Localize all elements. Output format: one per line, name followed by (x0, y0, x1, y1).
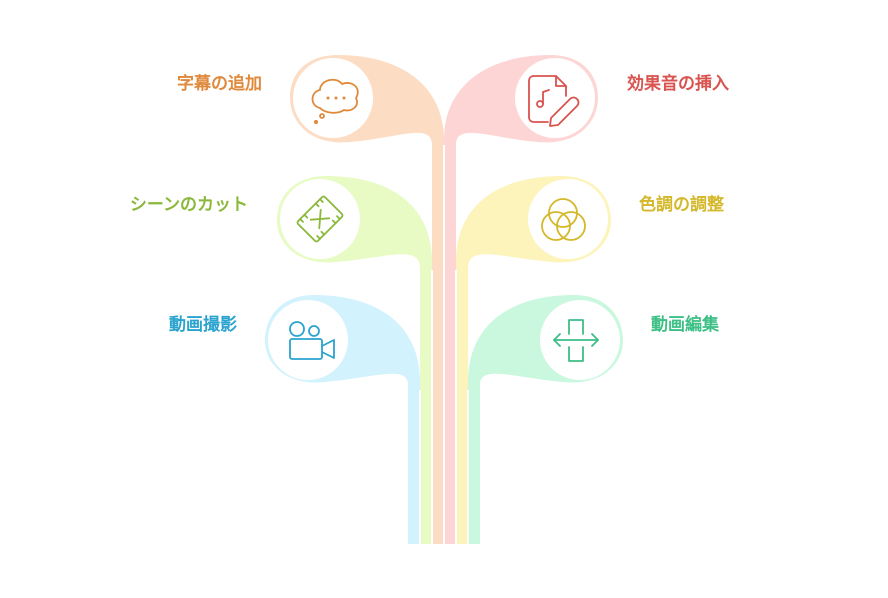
music-file-edit-icon (528, 75, 580, 127)
label-cut: シーンのカット (129, 195, 248, 215)
video-camera-icon (289, 321, 335, 360)
circle-sound (515, 58, 595, 138)
film-cut-icon (296, 195, 344, 243)
circle-shoot (268, 300, 348, 380)
label-color: 色調の調整 (639, 195, 724, 215)
label-sound: 効果音の挿入 (627, 74, 729, 94)
stem-separators (419, 145, 469, 544)
speech-bubble-icon (311, 78, 359, 125)
label-subtitles: 字幕の追加 (177, 74, 262, 94)
color-circles-icon (541, 198, 586, 241)
resize-arrows-icon (553, 319, 599, 362)
circle-subtitles (293, 58, 373, 138)
label-shoot: 動画撮影 (169, 315, 237, 335)
label-edit: 動画編集 (651, 315, 719, 335)
